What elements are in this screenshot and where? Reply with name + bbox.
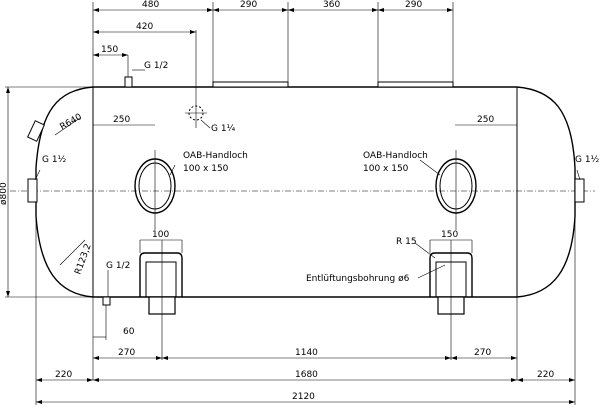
top-plate-right	[377, 81, 454, 88]
saddle-right	[429, 240, 473, 360]
label-g12-top: G 1/2	[144, 61, 168, 71]
top-plate-left	[212, 81, 289, 88]
dimension-arrows	[6, 8, 575, 404]
label-g112-left: G 1½	[42, 155, 67, 165]
dim-360: 360	[323, 0, 340, 10]
label-handhole-right-title: OAB-Handloch	[363, 151, 428, 161]
dim-60: 60	[123, 327, 135, 337]
dim-150-top: 150	[101, 45, 118, 55]
dim-420: 420	[136, 22, 153, 32]
dim-290-b: 290	[405, 0, 422, 10]
dimension-lines	[5, 2, 581, 405]
dim-1140: 1140	[295, 348, 318, 358]
dim-480: 480	[142, 0, 159, 10]
dim-1680: 1680	[295, 370, 318, 380]
dim-290-a: 290	[240, 0, 257, 10]
handhole-left	[134, 150, 176, 230]
label-handhole-left-title: OAB-Handloch	[183, 151, 248, 161]
dim-270-right: 270	[474, 348, 491, 358]
dim-150-right: 150	[441, 230, 458, 240]
socket-g12-top	[124, 76, 133, 88]
label-handhole-right-size: 100 x 150	[363, 164, 409, 174]
dim-250-left: 250	[113, 115, 130, 125]
label-g112-right: G 1½	[575, 155, 600, 165]
nozzle-left	[27, 178, 38, 203]
tank-body	[10, 86, 595, 298]
label-g12-bottom: G 1/2	[106, 261, 130, 271]
label-r123: R123,2	[73, 243, 93, 277]
socket-g12-bottom	[102, 296, 111, 306]
head-socket	[27, 120, 45, 142]
socket-g14	[185, 100, 207, 128]
dim-diameter-800: ø800	[0, 182, 9, 205]
handhole-right	[435, 150, 477, 230]
dim-220-left: 220	[55, 370, 72, 380]
label-g14: G 1¼	[211, 124, 236, 134]
nozzle-right	[574, 178, 585, 203]
saddle-left	[139, 240, 183, 360]
label-r15: R 15	[396, 237, 417, 247]
label-vent-bore: Entlüftungsbohrung ø6	[306, 274, 410, 284]
dim-100: 100	[152, 230, 169, 240]
dim-270-left: 270	[118, 348, 135, 358]
label-r640: R640	[59, 112, 85, 133]
label-handhole-left-size: 100 x 150	[183, 164, 229, 174]
dim-2120: 2120	[292, 392, 315, 402]
dim-220-right: 220	[537, 370, 554, 380]
dim-250-right: 250	[477, 115, 494, 125]
